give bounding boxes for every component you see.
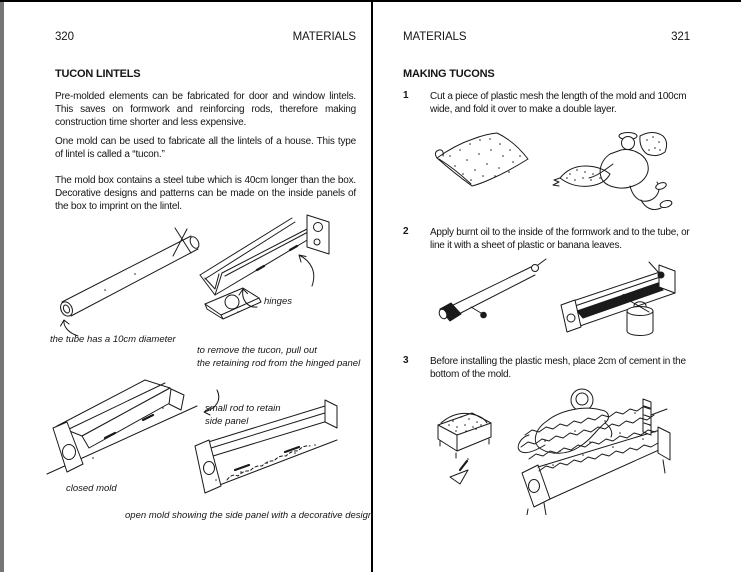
- caption-closed-mold: closed mold: [66, 483, 117, 494]
- left-section-heading: TUCON LINTELS: [55, 68, 141, 80]
- closed-mold-drawing: [47, 380, 197, 474]
- caption-small-rod-line1: small rod to retain: [205, 403, 281, 414]
- caption-arrows: [61, 255, 314, 336]
- left-paragraph-1: Pre-molded elements can be fabricated fo…: [55, 91, 356, 128]
- left-paragraph-3: The mold box contains a steel tube which…: [55, 175, 356, 212]
- step-3-text: Before installing the plastic mesh, plac…: [430, 356, 686, 380]
- step-1-text: Cut a piece of plastic mesh the length o…: [430, 91, 687, 115]
- right-page-header: MATERIALS 321: [403, 31, 690, 43]
- page-divider-rule: [371, 0, 373, 572]
- kneeling-person-drawing: [553, 133, 673, 210]
- caption-tube-diameter: the tube has a 10cm diameter: [50, 334, 176, 345]
- right-section-heading: MAKING TUCONS: [403, 68, 495, 80]
- trowel-drawing: [450, 459, 468, 484]
- closed-and-open-mold-illustration: [45, 368, 360, 515]
- caption-remove-tucon: to remove the tucon, pull out the retain…: [197, 344, 360, 370]
- caption-remove-tucon-line2: the retaining rod from the hinged panel: [197, 358, 361, 369]
- caption-open-mold: open mold showing the side panel with a …: [125, 510, 374, 521]
- step-2-text: Apply burnt oil to the inside of the for…: [430, 227, 690, 251]
- caption-small-rod-line2: side panel: [205, 416, 249, 427]
- step-1-number: 1: [403, 90, 409, 101]
- step-2-number: 2: [403, 226, 409, 237]
- spine-shadow-strip: [0, 0, 4, 572]
- cement-box-drawing: [438, 413, 491, 458]
- oiled-tube-drawing: [438, 259, 546, 321]
- open-decorated-mold-drawing: [195, 400, 337, 493]
- step-3-illustration: [425, 385, 715, 515]
- top-border-rule: [0, 0, 741, 2]
- small-rod-arrow: [204, 390, 219, 415]
- left-page-header: 320 MATERIALS: [55, 31, 356, 43]
- right-running-header: MATERIALS: [403, 31, 467, 43]
- right-page-number: 321: [671, 31, 690, 43]
- step-2-illustration: [425, 255, 705, 347]
- mesh-filled-mold-drawing: [521, 399, 670, 515]
- left-page-number: 320: [55, 31, 74, 43]
- step-1: 1 Cut a piece of plastic mesh the length…: [403, 90, 696, 116]
- left-paragraph-2: One mold can be used to fabricate all th…: [55, 136, 356, 160]
- step-3: 3 Before installing the plastic mesh, pl…: [403, 355, 696, 381]
- retaining-plate-drawing: [205, 288, 261, 319]
- mesh-sheet-drawing: [435, 133, 528, 186]
- caption-remove-tucon-line1: to remove the tucon, pull out: [197, 345, 317, 356]
- step-1-illustration: [425, 126, 705, 228]
- caption-hinges: hinges: [264, 296, 292, 307]
- left-running-header: MATERIALS: [292, 31, 357, 43]
- mold-parts-illustration: [45, 212, 360, 347]
- person-laying-mesh-drawing: [518, 389, 612, 453]
- caption-small-rod: small rod to retain side panel: [205, 402, 281, 428]
- open-mold-drawing: [200, 215, 329, 295]
- steel-tube-drawing: [58, 228, 201, 318]
- oil-can-drawing: [622, 295, 654, 336]
- step-2: 2 Apply burnt oil to the inside of the f…: [403, 226, 696, 252]
- mold-with-oil-drawing: [561, 262, 675, 332]
- step-3-number: 3: [403, 355, 409, 366]
